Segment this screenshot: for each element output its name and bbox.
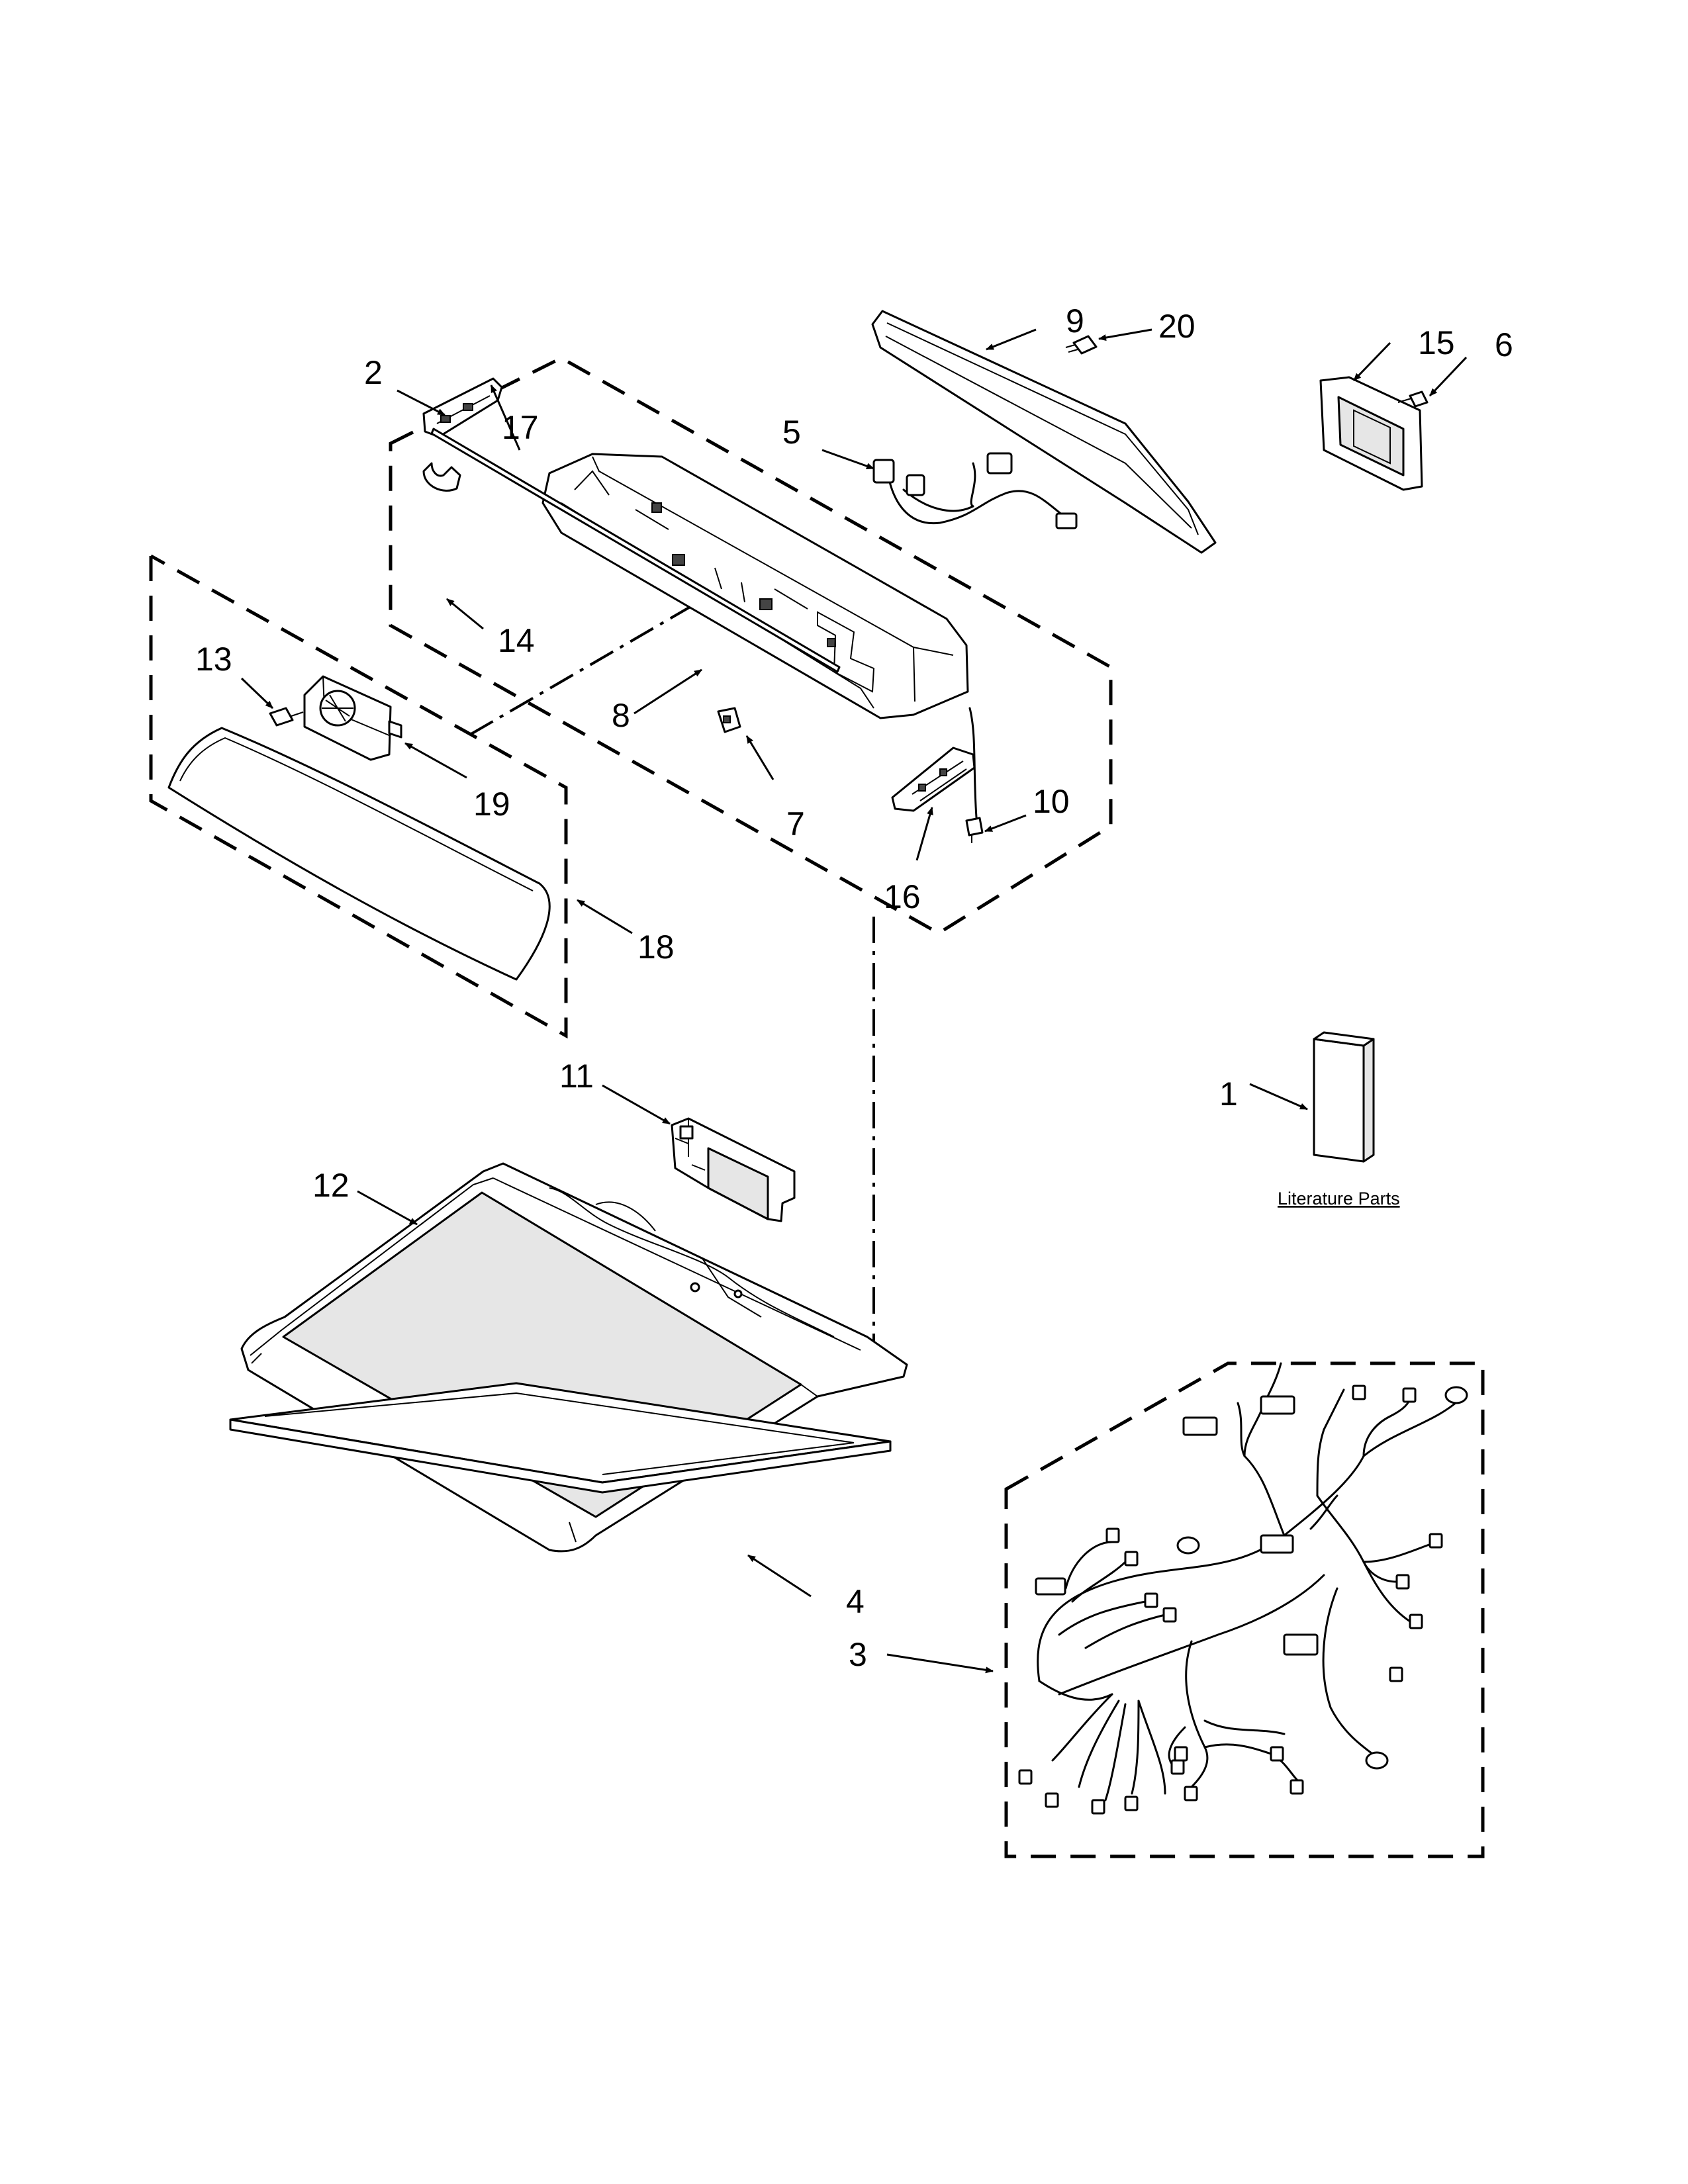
callout-12: 12 xyxy=(312,1167,350,1204)
clip-7-part xyxy=(717,707,741,733)
callout-5: 5 xyxy=(782,414,801,451)
module-19-part xyxy=(303,675,402,761)
rear-trim-part xyxy=(871,310,1217,554)
front-panel-18-part xyxy=(167,727,551,981)
literature-parts-label: Literature Parts xyxy=(1278,1189,1400,1208)
bracket-16-part xyxy=(891,747,976,812)
callout-6: 6 xyxy=(1495,326,1513,363)
callout-18: 18 xyxy=(637,929,675,966)
gasket-4-part xyxy=(229,1382,892,1494)
callout-8: 8 xyxy=(612,697,630,734)
console-panel-part xyxy=(541,453,969,719)
wire-harness-boundary xyxy=(1004,1361,1485,1858)
strip-8-part xyxy=(430,428,841,673)
wire-5-part xyxy=(872,452,1078,529)
callout-labels: 1 2 3 4 5 6 7 8 9 10 11 12 13 14 15 16 1… xyxy=(195,302,1513,1673)
clip-14-part xyxy=(422,462,461,492)
literature-1-part xyxy=(1313,1031,1375,1163)
control-board-11-part xyxy=(671,1117,796,1222)
leader-lines xyxy=(240,328,1468,1674)
callout-2: 2 xyxy=(364,354,383,391)
wire-harness-3-part xyxy=(1018,1362,1468,1815)
top-cover-12-part xyxy=(240,1162,908,1553)
bracket-17-part xyxy=(422,377,503,438)
callout-15: 15 xyxy=(1418,324,1455,361)
screw-20-part xyxy=(1065,335,1098,355)
screw-6-part xyxy=(1397,390,1429,408)
callout-1: 1 xyxy=(1219,1075,1238,1113)
callout-7: 7 xyxy=(786,805,805,842)
callout-10: 10 xyxy=(1033,783,1070,820)
callout-11: 11 xyxy=(559,1058,594,1095)
callout-17: 17 xyxy=(502,409,539,446)
panel-assembly-boundary xyxy=(149,554,568,1039)
callout-16: 16 xyxy=(884,878,921,915)
console-assembly-boundary xyxy=(389,356,1113,935)
callout-13: 13 xyxy=(195,641,232,678)
callout-4: 4 xyxy=(846,1583,865,1620)
callout-19: 19 xyxy=(473,786,510,823)
callout-14: 14 xyxy=(498,622,535,659)
bracket-15-part xyxy=(1319,376,1423,491)
harness-lead xyxy=(968,707,978,819)
screw-13-part xyxy=(269,707,304,727)
callout-3: 3 xyxy=(849,1636,867,1673)
callout-9: 9 xyxy=(1066,302,1084,340)
callout-20: 20 xyxy=(1158,308,1196,345)
screw-10-part xyxy=(965,817,984,843)
mounting-centerline xyxy=(469,578,739,736)
